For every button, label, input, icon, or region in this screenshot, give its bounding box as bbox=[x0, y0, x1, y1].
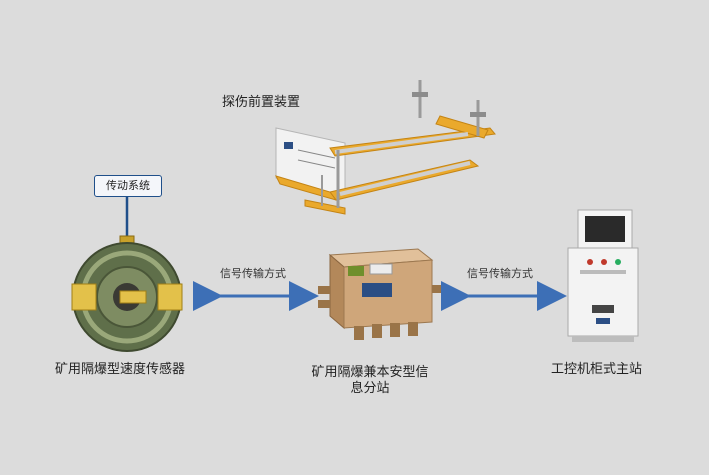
substation-illustration bbox=[318, 248, 444, 340]
substation-label-line2: 息分站 bbox=[350, 381, 390, 396]
substation-label-line1: 矿用隔爆兼本安型信 bbox=[311, 365, 429, 380]
front-device-illustration bbox=[275, 80, 496, 215]
speed-sensor-illustration bbox=[71, 235, 183, 352]
sensor-label: 矿用隔爆型速度传感器 bbox=[55, 362, 186, 377]
cabinet-illustration bbox=[567, 209, 639, 342]
front-device-label: 探伤前置装置 bbox=[222, 95, 301, 110]
industrial-pc-label: 工控机柜式主站 bbox=[551, 362, 643, 377]
transmission-system-box: 传动系统 bbox=[94, 175, 162, 197]
signal-label-right: 信号传输方式 bbox=[467, 267, 533, 280]
signal-label-left: 信号传输方式 bbox=[220, 267, 286, 280]
